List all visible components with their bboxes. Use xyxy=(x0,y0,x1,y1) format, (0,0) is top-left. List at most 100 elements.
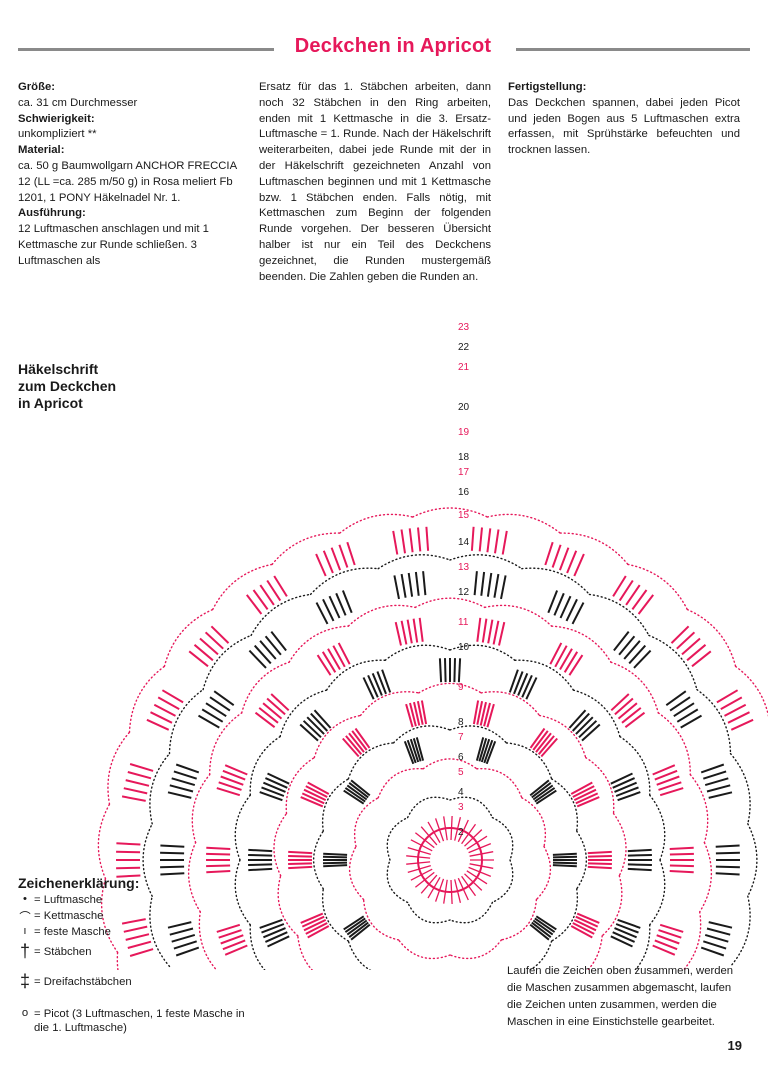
chain-arc xyxy=(449,554,523,570)
stitch-mark xyxy=(618,635,636,656)
chain-arc xyxy=(449,796,494,819)
round-number: 11 xyxy=(458,617,469,628)
finishing-heading: Fertigstellung: xyxy=(508,81,587,93)
stitch-mark xyxy=(160,865,185,869)
stitch-mark xyxy=(218,929,242,939)
center-stitch xyxy=(461,823,477,845)
stitch-mark xyxy=(248,854,273,857)
stitch-mark xyxy=(610,772,633,785)
stitch-mark xyxy=(259,640,277,660)
stitch-mark xyxy=(160,872,185,876)
stitch-mark xyxy=(716,689,739,704)
stitch-mark xyxy=(587,865,612,870)
stitch-mark xyxy=(173,940,198,950)
center-stitch xyxy=(454,879,462,903)
chain-arc xyxy=(168,688,204,755)
stitch-mark xyxy=(354,727,371,749)
stitch-mark xyxy=(572,922,595,935)
stitch-mark xyxy=(344,787,366,803)
chain-arc xyxy=(422,758,478,770)
legend: Zeichenerklärung: •= Luftmasche⌒= Kettma… xyxy=(18,875,258,1034)
stitch-mark xyxy=(116,842,141,846)
header: Deckchen in Apricot xyxy=(18,35,750,65)
chain-arc xyxy=(288,625,350,663)
stitch-mark xyxy=(513,671,524,695)
stitch-mark xyxy=(500,575,507,600)
stitch-mark xyxy=(198,714,220,729)
bar-icon: ı xyxy=(23,925,27,937)
stitch-mark xyxy=(529,779,550,797)
round-number: 5 xyxy=(458,767,464,778)
stitch-mark xyxy=(350,779,371,797)
stitch-mark xyxy=(415,737,425,761)
stitch-mark xyxy=(288,865,313,870)
stitch-mark xyxy=(248,863,273,866)
center-stitch xyxy=(466,870,488,885)
dagger-icon: † xyxy=(19,941,30,961)
stitch-mark xyxy=(121,795,146,802)
chain-arc xyxy=(100,878,119,953)
stitch-mark xyxy=(479,701,487,726)
stitch-mark xyxy=(475,737,485,761)
chain-arc xyxy=(191,773,211,844)
round-number: 22 xyxy=(458,342,470,353)
stitch-mark xyxy=(220,934,244,945)
diagram-title: Häkelschrift zum Deckchen in Apricot xyxy=(18,361,116,412)
stitch-mark xyxy=(658,781,682,791)
center-stitch xyxy=(434,878,445,902)
stitch-mark xyxy=(116,850,141,854)
chain-arc xyxy=(97,803,111,880)
stitch-mark xyxy=(623,640,641,660)
stitch-mark xyxy=(322,855,348,859)
stitch-mark xyxy=(708,921,733,929)
chain-arc xyxy=(484,604,553,627)
stitch-mark xyxy=(350,923,371,941)
stitch-mark xyxy=(216,787,241,797)
stitch-mark xyxy=(575,915,599,928)
stitch-mark xyxy=(535,915,557,931)
round-number: 7 xyxy=(458,732,464,743)
center-stitch xyxy=(443,816,448,841)
stitch-mark xyxy=(702,770,727,780)
center-stitch xyxy=(464,829,483,847)
chain-arc xyxy=(348,845,365,901)
stitch-mark xyxy=(487,619,494,644)
center-stitch xyxy=(469,851,494,857)
stitch-mark xyxy=(266,579,282,602)
center-stitch xyxy=(468,842,492,854)
stitch-mark xyxy=(493,573,500,598)
stitch-mark xyxy=(420,700,428,725)
stitch-mark xyxy=(125,933,150,941)
stitch-mark xyxy=(267,772,290,785)
chain-arc xyxy=(107,731,131,805)
stitch-mark xyxy=(492,620,500,645)
diagram-title-line-1: Häkelschrift xyxy=(18,361,99,377)
round-number: 21 xyxy=(458,362,470,373)
finishing-text: Das Deckchen spannen, dabei jeden Picot … xyxy=(508,96,740,157)
stitch-mark xyxy=(206,846,231,850)
stitch-mark xyxy=(532,730,549,751)
stitch-mark xyxy=(193,644,214,662)
stitch-mark xyxy=(612,931,636,943)
chain-arc xyxy=(149,752,171,825)
stitch-mark xyxy=(627,854,652,857)
stitch-mark xyxy=(259,918,283,929)
center-stitch xyxy=(406,855,431,859)
chain-arc xyxy=(699,841,713,913)
stitch-mark xyxy=(573,788,597,802)
stitch-mark xyxy=(700,763,725,774)
stitch-mark xyxy=(563,651,579,673)
stitch-mark xyxy=(704,933,729,943)
stitch-mark xyxy=(248,867,273,872)
stitch-mark xyxy=(612,777,636,789)
stitch-mark xyxy=(264,931,288,943)
stitch-mark xyxy=(315,602,329,625)
stitch-mark xyxy=(654,769,678,781)
center-stitch xyxy=(414,871,435,888)
center-stitch xyxy=(427,821,441,844)
stitch-mark xyxy=(351,730,368,751)
stitch-mark xyxy=(403,740,415,765)
chain-arc xyxy=(486,513,561,534)
stitch-mark xyxy=(614,781,637,793)
